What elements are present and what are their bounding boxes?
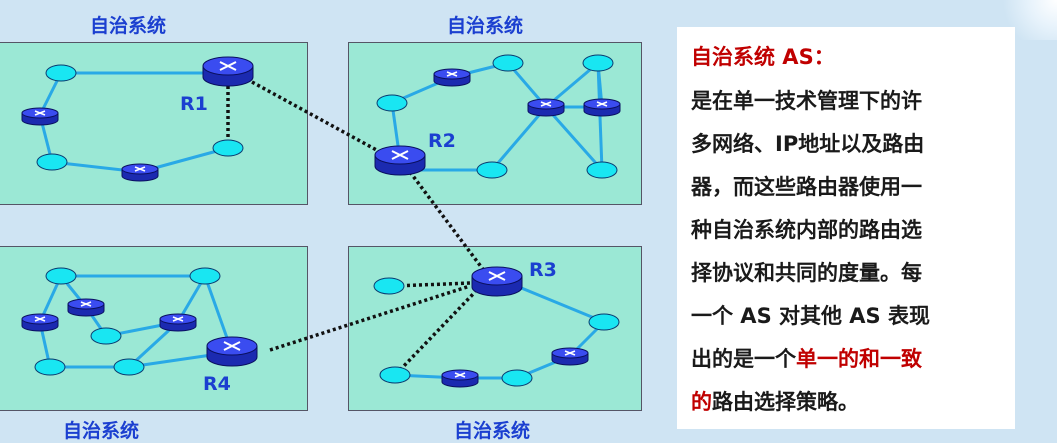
host-node (492, 54, 524, 72)
router-r4-label: R4 (203, 373, 231, 395)
router-r1-label: R1 (180, 93, 208, 115)
host-node (501, 369, 533, 387)
host-node (45, 64, 77, 82)
host-node (113, 358, 145, 376)
router-r3-label: R3 (529, 259, 557, 281)
host-node (45, 267, 77, 285)
router-r3-icon (471, 266, 523, 297)
as-label-top-left: 自治系统 (90, 15, 167, 37)
definition-line-2: 多网络、IP地址以及路由 (691, 132, 925, 156)
host-node (189, 267, 221, 285)
host-node (36, 153, 68, 171)
definition-line-6: 一个 AS 对其他 AS 表现 (691, 304, 930, 328)
host-node (379, 366, 411, 384)
definition-title: 自治系统 AS： (691, 45, 835, 69)
router-r4-icon (206, 336, 258, 367)
definition-line-1: 是在单一技术管理下的许 (691, 89, 922, 113)
host-node (373, 277, 405, 295)
router-icon (21, 313, 59, 332)
as4-links (38, 274, 234, 369)
definition-line-3: 器，而这些路由器使用一 (691, 175, 922, 199)
network-diagram: R1 R2 R3 R4 (21, 54, 621, 395)
host-node (376, 94, 408, 112)
host-node (90, 327, 122, 345)
router-r2-label: R2 (428, 130, 456, 152)
router-icon (67, 298, 105, 317)
definition-line-7: 出的是一个单一的和一致 (691, 343, 922, 373)
router-icon (441, 369, 479, 388)
router-r2-icon (374, 145, 426, 176)
as-label-top-right: 自治系统 (447, 15, 524, 37)
definition-panel: 自治系统 AS： 是在单一技术管理下的许 多网络、IP地址以及路由 器，而这些路… (677, 27, 1015, 429)
router-icon (159, 313, 197, 332)
router-icon (433, 68, 471, 87)
router-icon (551, 347, 589, 366)
router-icon (21, 107, 59, 126)
host-node (212, 139, 244, 157)
definition-highlight-1: 单一的和一致 (796, 347, 922, 371)
host-node (476, 161, 508, 179)
definition-line-7-text: 出的是一个 (691, 347, 796, 371)
router-icon (121, 163, 159, 182)
definition-line-4: 种自治系统内部的路由选 (691, 218, 922, 242)
router-icon (527, 98, 565, 117)
inter-as-links (251, 80, 487, 372)
definition-highlight-2: 的 (691, 390, 712, 414)
router-icon (583, 98, 621, 117)
definition-line-5: 择协议和共同的度量。每 (691, 261, 922, 285)
host-node (34, 358, 66, 376)
host-node (582, 54, 614, 72)
definition-line-8: 的路由选择策略。 (691, 386, 859, 416)
host-node (586, 161, 618, 179)
definition-line-8-text: 路由选择策略。 (712, 390, 859, 414)
as1-links (38, 71, 229, 174)
host-node (588, 313, 620, 331)
router-r1-icon (202, 56, 254, 87)
